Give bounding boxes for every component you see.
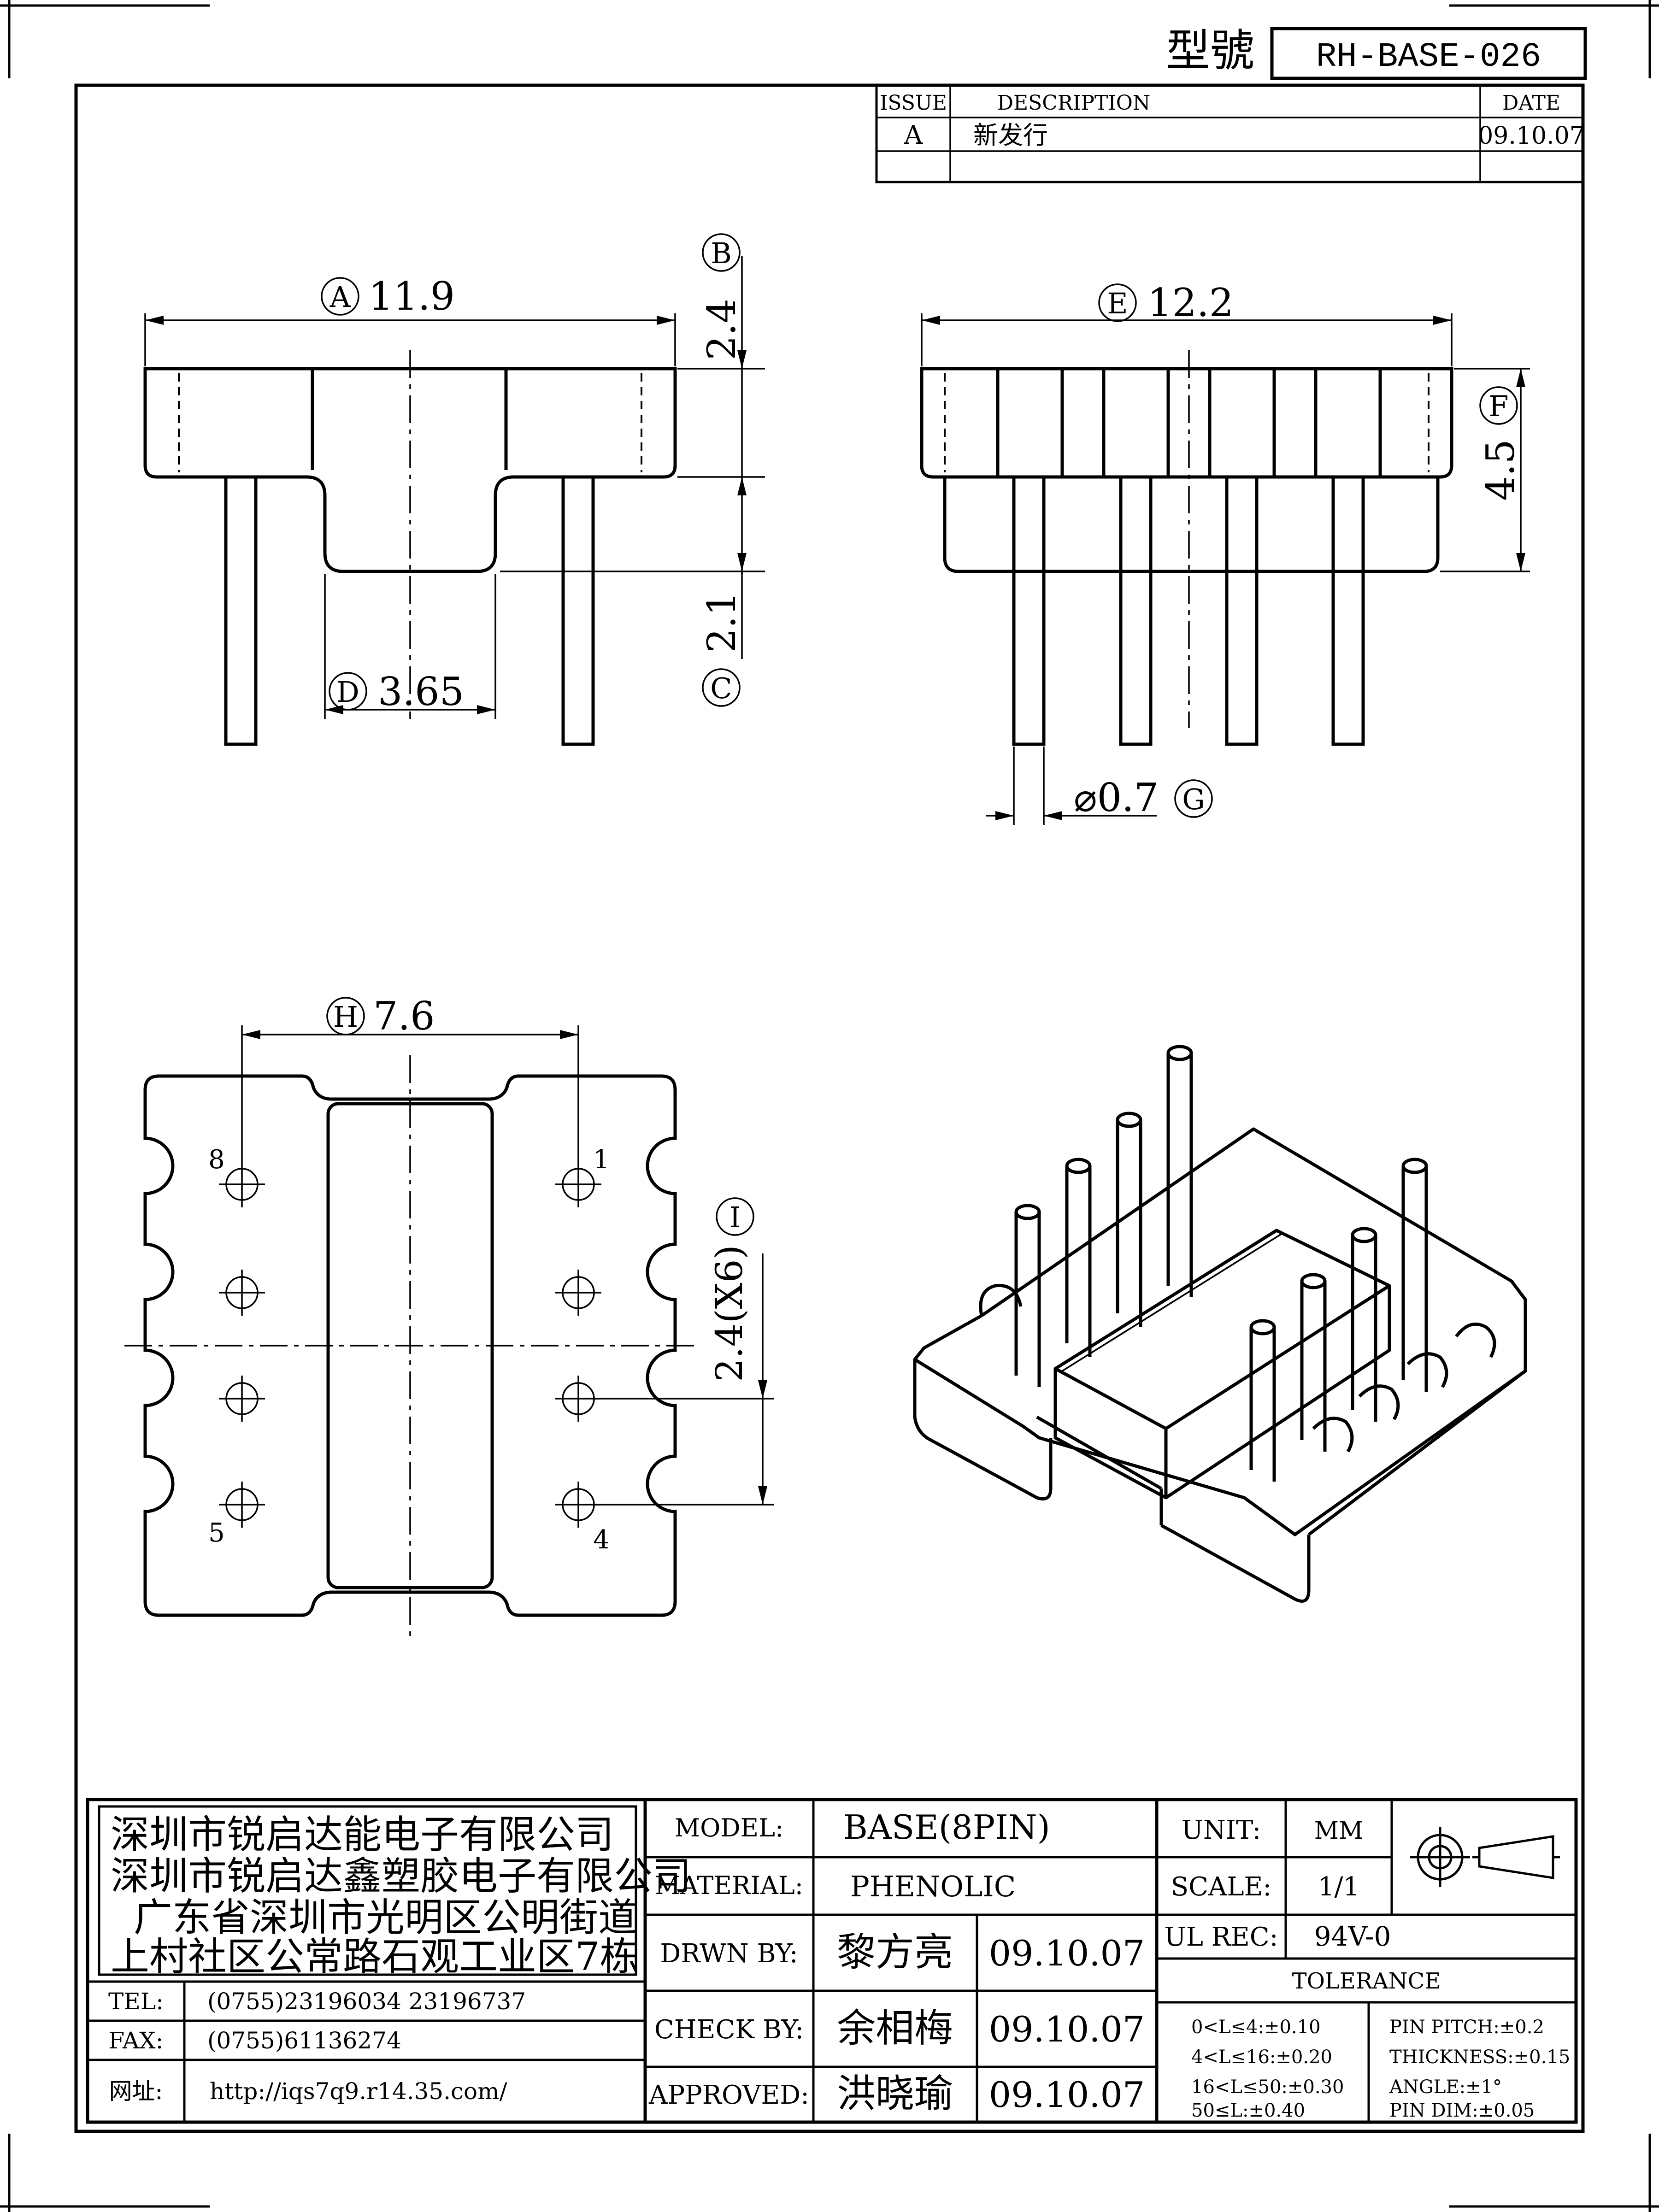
approved-label: APPROVED: <box>648 2080 809 2110</box>
pin-number-5: 5 <box>208 1518 225 1548</box>
fax-value: (0755)61136274 <box>207 2027 401 2054</box>
drawn-by-name: 黎方亮 <box>837 1930 953 1975</box>
pin-number-8: 8 <box>208 1145 225 1175</box>
tolerance-2: 4<L≤16:±0.20 <box>1191 2047 1332 2068</box>
thickness-tolerance: THICKNESS:±0.15 <box>1389 2047 1570 2068</box>
revision-row-date: 09.10.07 <box>1478 122 1585 150</box>
angle-tolerance: ANGLE:±1° <box>1389 2077 1502 2098</box>
revision-row-description: 新发行 <box>973 121 1048 150</box>
approved-date: 09.10.07 <box>989 2074 1145 2115</box>
front-view: A 11.9 B 2.4 C 2.1 D 3.65 <box>143 233 765 746</box>
revision-table: ISSUE DESCRIPTION DATE A 新发行 09.10.07 <box>875 84 1585 183</box>
model-number-box <box>1270 27 1587 80</box>
check-date: 09.10.07 <box>989 2009 1145 2050</box>
ul-rec-label: UL REC: <box>1165 1922 1278 1952</box>
isometric-view <box>913 1045 1527 1603</box>
model-number-label: 型號 <box>1166 25 1254 76</box>
dim-c-value: 2.1 <box>699 591 744 653</box>
dim-a-tag: A <box>329 280 351 314</box>
projection-symbol-icon <box>1410 1827 1560 1887</box>
dim-c-tag: C <box>710 671 732 705</box>
side-view: E 12.2 F 4.5 ⌀0.7 G <box>920 280 1530 825</box>
pin-number-1: 1 <box>593 1145 610 1175</box>
dim-i-tag: I <box>729 1200 741 1234</box>
ul-rec-value: 94V-0 <box>1314 1921 1391 1952</box>
material-value: PHENOLIC <box>850 1870 1016 1903</box>
dim-f-value: 4.5 <box>1478 439 1523 501</box>
tel-label: TEL: <box>108 1988 164 2015</box>
iso-pins <box>1014 1045 1428 1482</box>
approved-name: 洪晓瑜 <box>837 2071 953 2116</box>
drawn-by-label: DRWN BY: <box>660 1939 798 1969</box>
fax-label: FAX: <box>109 2027 164 2054</box>
revision-issue-header: ISSUE <box>880 91 947 115</box>
company-address-2: 上村社区公常路石观工业区7栋 <box>111 1934 638 1979</box>
revision-row-issue: A <box>904 120 923 150</box>
company-name-1: 深圳市锐启达能电子有限公司 <box>111 1812 614 1857</box>
drawn-date: 09.10.07 <box>989 1933 1145 1974</box>
unit-value: MM <box>1314 1817 1364 1845</box>
tel-value: (0755)23196034 23196737 <box>207 1988 526 2015</box>
dim-i-value: 2.4(X6) <box>708 1245 751 1382</box>
dim-g-value: ⌀0.7 <box>1074 775 1159 820</box>
dim-e-value: 12.2 <box>1147 280 1234 325</box>
model-header: 型號 RH-BASE-026 <box>1166 25 1587 80</box>
check-by-name: 余相梅 <box>837 2006 953 2051</box>
company-name-2: 深圳市锐启达鑫塑胶电子有限公司 <box>111 1853 691 1899</box>
pin-number-4: 4 <box>593 1525 610 1555</box>
revision-description-header: DESCRIPTION <box>997 91 1151 115</box>
pin-holes <box>219 1161 601 1528</box>
scale-label: SCALE: <box>1171 1872 1272 1902</box>
website-label: 网址: <box>109 2078 163 2105</box>
tolerance-3: 16<L≤50:±0.30 <box>1191 2077 1344 2098</box>
tolerance-4: 50≤L:±0.40 <box>1191 2100 1305 2121</box>
check-by-label: CHECK BY: <box>654 2015 804 2045</box>
dim-d-tag: D <box>336 675 359 709</box>
tolerance-label: TOLERANCE <box>1292 1968 1441 1994</box>
pin-dim-tolerance: PIN DIM:±0.05 <box>1389 2100 1535 2121</box>
scale-value: 1/1 <box>1318 1872 1359 1902</box>
dim-b-value: 2.4 <box>699 299 744 360</box>
model-number-value: RH-BASE-026 <box>1316 38 1541 76</box>
model-value: BASE(8PIN) <box>843 1808 1050 1847</box>
company-address-1: 广东省深圳市光明区公明街道 <box>134 1895 637 1940</box>
dim-h-tag: H <box>333 1000 358 1034</box>
website-value: http://iqs7q9.r14.35.com/ <box>210 2078 507 2105</box>
dim-g-tag: G <box>1182 782 1205 816</box>
drawing-frame <box>74 83 1585 2133</box>
dim-d-value: 3.65 <box>378 669 464 714</box>
dim-b-tag: B <box>711 236 732 270</box>
material-label: MATERIAL: <box>655 1871 803 1900</box>
tolerance-1: 0<L≤4:±0.10 <box>1191 2017 1321 2038</box>
unit-label: UNIT: <box>1182 1815 1261 1845</box>
revision-date-header: DATE <box>1502 91 1560 115</box>
dim-f-tag: F <box>1488 389 1508 423</box>
model-label: MODEL: <box>675 1813 783 1842</box>
plan-view: 8 1 5 4 H 7.6 I 2.4(X6) <box>124 994 774 1641</box>
pin-pitch-tolerance: PIN PITCH:±0.2 <box>1389 2017 1544 2038</box>
dim-a-value: 11.9 <box>369 274 455 319</box>
title-block: 深圳市锐启达能电子有限公司 深圳市锐启达鑫塑胶电子有限公司 广东省深圳市光明区公… <box>86 1798 1578 2124</box>
dim-e-tag: E <box>1107 287 1128 320</box>
dim-h-value: 7.6 <box>373 994 435 1039</box>
